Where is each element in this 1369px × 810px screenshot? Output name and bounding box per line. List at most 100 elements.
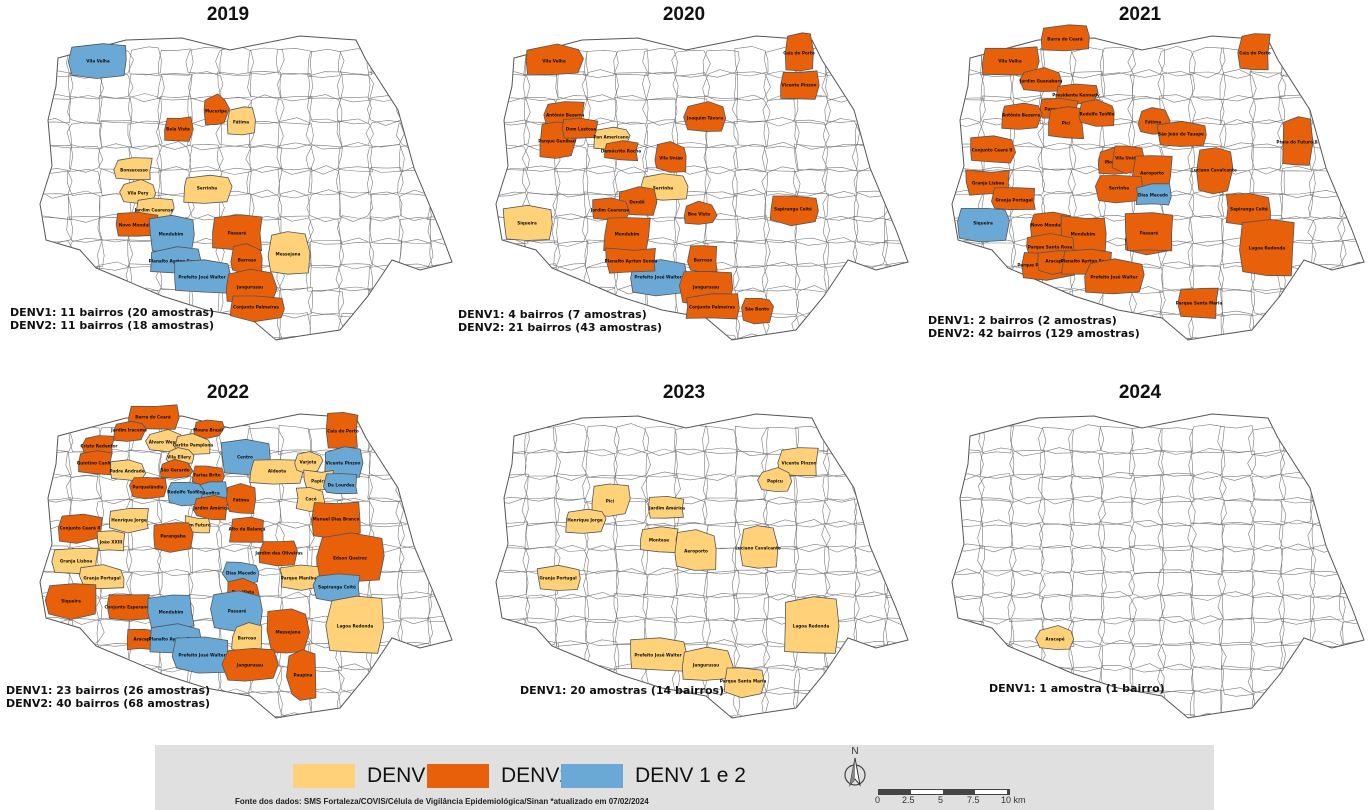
bairro-messejana <box>267 231 311 275</box>
bairro-serrinha <box>183 174 233 204</box>
bairro-sao-bento <box>741 298 774 325</box>
bairro-label: Aeroporto <box>1140 171 1164 176</box>
bairro-label: Conjunto Esperança <box>104 605 151 610</box>
bairro-cais-do-porto <box>784 32 814 72</box>
bairro-label: Dom Lustosa <box>566 127 597 132</box>
bairro-dias-macedo <box>1135 183 1172 206</box>
bairro-label: Bonsucesso <box>120 168 148 173</box>
bairro-label: Passaré <box>1140 231 1159 236</box>
bairro-conjunto-ceara-ii <box>970 135 1017 164</box>
bairro-label: Pan Americano <box>593 135 628 140</box>
bairro-label: Edson Queiroz <box>333 556 367 561</box>
legend-label: DENV2 <box>501 764 572 787</box>
bairro-democrito-rocha <box>604 140 639 162</box>
bairro-label: Serrinha <box>197 186 217 191</box>
bairro-label: Boa Vista <box>688 212 710 217</box>
bairro-henrique-jorge <box>108 507 149 534</box>
bairro-label: Barra do Ceará <box>1047 37 1083 42</box>
bairro-label: Paupina <box>293 673 312 678</box>
bairro-label: Granja Portugal <box>995 198 1033 203</box>
bairro-siqueira <box>957 208 1010 243</box>
bairro-jardim-iracema <box>113 420 147 442</box>
bairro-label: Jardim Cearense <box>134 208 174 213</box>
bairro-label: Henrique Jorge <box>567 518 603 523</box>
bairro-label: Jardim Iracema <box>110 428 147 433</box>
bairro-label: Demócrito Rocha <box>601 149 641 154</box>
bairro-label: Sapiranga Coité <box>774 207 812 212</box>
bairro-cais-do-porto <box>1237 33 1271 71</box>
bairro-luciano-cavalcante <box>1196 147 1234 195</box>
bairro-label: Manuel Dias Branco <box>313 517 360 522</box>
bairro-label: Conjunto Ceará II <box>60 526 101 531</box>
stats-block: DENV1: 20 amostras (14 bairros) <box>520 684 724 697</box>
bairro-label: Siqueira <box>973 221 993 226</box>
bairro-label: Passaré <box>228 231 247 236</box>
bairro-label: Carlito Pamplona <box>173 443 214 448</box>
bairro-label: Serrinha <box>653 186 673 191</box>
bairro-mucuripe <box>203 93 230 126</box>
bairro-parque-santa-maria <box>1177 287 1219 319</box>
bairro-label: Novo Mondubim <box>119 223 158 228</box>
bairro-label: Granja Portugal <box>83 576 121 581</box>
bairro-label: Vila Velha <box>998 59 1022 64</box>
bairro-label: Montese <box>649 538 669 543</box>
bairro-label: São Bento <box>745 307 769 312</box>
scale-label: 7.5 <box>967 795 980 805</box>
bairro-vicente-pinzon <box>777 447 819 477</box>
bairro-label: Benfica <box>202 491 220 496</box>
bairro-label: Aeroporto <box>684 549 708 554</box>
bairro-antonio-bezerra <box>1001 102 1043 130</box>
bairro-parangaba <box>153 522 194 553</box>
stats-line: DENV1: 23 bairros (26 amostras) <box>6 684 211 697</box>
scale-label: 0 <box>875 795 881 805</box>
bairro-planalto-ayrton-senna <box>605 247 656 274</box>
bairro-mondubim <box>147 594 195 632</box>
bairro-luciano-cavalcante <box>739 525 779 569</box>
bairro-pici <box>1048 106 1085 140</box>
stats-line: DENV1: 1 amostra (1 bairro) <box>989 682 1165 695</box>
stats-block: DENV1: 23 bairros (26 amostras) DENV2: 4… <box>6 684 210 710</box>
bairro-label: Passaré <box>228 609 247 614</box>
north-arrow-icon: N <box>844 746 866 787</box>
bairro-label: São Gerardo <box>160 468 189 473</box>
bairro-label: Parquelândia <box>132 485 163 490</box>
bairro-label: Padre Andrade <box>109 469 144 474</box>
bairro-label: Sapiranga Coité <box>1230 207 1268 212</box>
bairro-label: Vila Velha <box>86 59 110 64</box>
bairro-label: Lagoa Redonda <box>1249 246 1286 251</box>
bairro-label: Planalto Ayrton Senna <box>149 259 202 264</box>
bairro-boa-vista <box>683 200 718 225</box>
bairro-label: Planalto Ayrton Senna <box>605 259 658 264</box>
legend-label: DENV 1 e 2 <box>635 764 746 787</box>
panel-year: 2024 <box>1118 382 1162 403</box>
bairro-label: Antônio Bezerra <box>1002 113 1040 118</box>
bairro-label: Aracapé <box>1045 637 1064 642</box>
bairro-label: Vicente Pinzon <box>782 461 817 466</box>
legend-swatch <box>293 764 355 788</box>
stats-line: DENV2: 21 bairros (43 amostras) <box>458 321 663 334</box>
bairro-label: Presidente Kennedy <box>1052 93 1100 98</box>
bairro-aracape <box>1035 625 1075 650</box>
bairro-label: Cristo Redentor <box>80 444 118 449</box>
bairro-label: Varjota <box>299 460 316 465</box>
bairro-label: Barroso <box>238 636 257 641</box>
bairro-bonsucesso <box>113 157 153 181</box>
legend-bar: DENV1 DENV2 DENV 1 e 2 Fonte dos dados: … <box>155 745 1214 810</box>
bairro-vicente-pinzon <box>324 446 364 478</box>
bairro-label: Serrinha <box>1109 186 1129 191</box>
bairro-label: Pici <box>1062 121 1071 126</box>
bairro-moura-brasil <box>193 419 225 439</box>
city-map: Aracapé <box>951 413 1365 719</box>
bairro-conjunto-palmeiras <box>229 295 285 323</box>
bairro-fatima <box>226 106 256 136</box>
bairro-vila-velha <box>525 43 584 76</box>
panel-year: 2021 <box>1118 4 1162 25</box>
